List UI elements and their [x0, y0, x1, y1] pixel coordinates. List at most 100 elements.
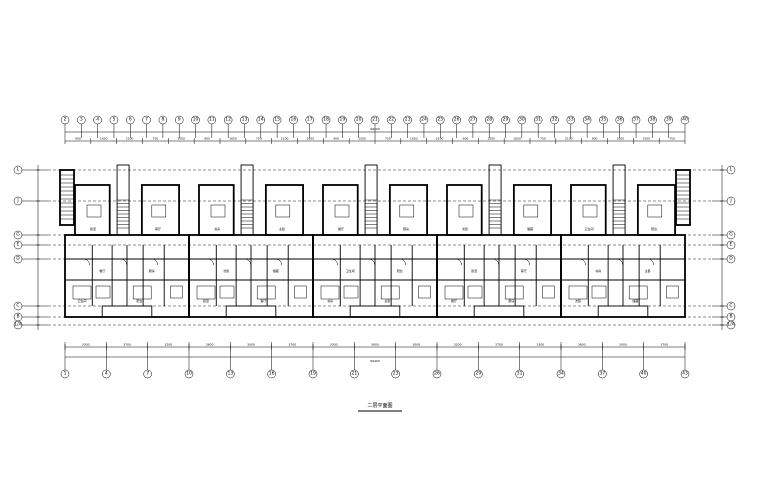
balcony [473, 305, 525, 318]
bottom-axis-label: 37 [599, 371, 605, 377]
top-dim-value: 2100 [436, 137, 444, 141]
bottom-axis-label: 31 [517, 371, 523, 377]
door-swing [244, 258, 252, 266]
side-axis-label: J [729, 198, 731, 204]
top-axis-label: 16 [291, 117, 297, 123]
room-label: 书房 [214, 226, 220, 231]
bottom-dim-value: 3700 [123, 343, 131, 347]
side-axis-label: C [729, 303, 732, 309]
bottom-axis-label: 7 [146, 371, 149, 377]
drawing-caption: 二层平面图 [367, 403, 392, 409]
top-axis-label: 36 [617, 117, 623, 123]
top-axis-label: 28 [486, 117, 492, 123]
bottom-dim-value: 3200 [165, 343, 173, 347]
bottom-dim-value: 3300 [330, 343, 338, 347]
top-axis-bubble [174, 115, 184, 125]
sofa-furniture [294, 285, 307, 299]
top-dim-value: 900 [592, 137, 598, 141]
bottom-axis-bubble [391, 369, 400, 379]
balcony [101, 305, 153, 318]
bottom-axis-bubble [474, 369, 483, 379]
unit-wing-left [570, 184, 607, 236]
sofa-furniture [418, 285, 431, 299]
bottom-axis-label: 26 [434, 371, 440, 377]
top-axis-label: 23 [405, 117, 411, 123]
top-dim-value: 1500 [642, 137, 650, 141]
top-overall-dim: 69400 [370, 127, 380, 131]
top-axis-bubble [533, 115, 543, 125]
top-dim-value: 1500 [177, 137, 185, 141]
sofa-furniture [170, 285, 183, 299]
balcony [225, 305, 277, 318]
door-swing [151, 258, 159, 266]
bottom-axis-label: 29 [475, 371, 481, 377]
side-axis-label: E [17, 242, 20, 248]
unit-wing-right [512, 184, 552, 236]
side-axis-label: 1/A [727, 322, 735, 328]
unit-wing-left [198, 184, 235, 236]
top-axis-bubble [501, 115, 510, 125]
dwelling-unit [560, 164, 686, 318]
top-axis-bubble [550, 115, 559, 125]
bottom-axis-label: 16 [269, 371, 275, 377]
top-axis-label: 20 [356, 117, 362, 123]
top-dim-value: 2100 [126, 137, 134, 141]
top-axis-bubble [126, 115, 135, 125]
side-axis-label: B [729, 314, 732, 320]
bottom-overall-dim: 69400 [370, 359, 380, 363]
top-axis-bubble [436, 115, 445, 125]
side-axis-label: L [730, 167, 733, 173]
top-dim-value: 1650 [410, 137, 418, 141]
bottom-dim-value: 3200 [454, 343, 462, 347]
bed-furniture [628, 285, 648, 300]
side-axis-label: G [16, 232, 20, 238]
bottom-axis-bubble [143, 369, 152, 379]
room-label: 次卧 [575, 298, 581, 303]
room-label: 书房 [595, 268, 601, 273]
bottom-axis-label: 21 [351, 371, 357, 377]
sofa-furniture [219, 285, 235, 299]
top-axis-label: 39 [666, 117, 672, 123]
sofa-furniture [343, 285, 359, 299]
dwelling-units: 卧室客厅餐厅厨房卫生间阳台书房主卧次卧储藏卧室客厅餐厅厨房卫生间阳台书房主卧次卧… [64, 164, 686, 318]
top-axis-label: 38 [650, 117, 656, 123]
top-axis-bubble [191, 115, 200, 125]
room-label: 卫生间 [584, 226, 593, 231]
bottom-axis-bubble [639, 369, 648, 379]
room-label: 主卧 [279, 226, 285, 231]
top-axis-label: 30 [519, 117, 525, 123]
top-axis-label: 27 [470, 117, 476, 123]
room-label: 储藏 [632, 298, 638, 303]
top-axis-bubble [631, 115, 641, 125]
top-axis-label: 33 [568, 117, 574, 123]
door-swing [120, 258, 128, 266]
top-axis-label: 13 [242, 117, 248, 123]
bottom-axis-label: 4 [105, 371, 108, 377]
room-label: 主卧 [384, 298, 390, 303]
sofa-furniture [666, 285, 679, 299]
top-axis-label: 2 [64, 117, 67, 123]
top-axis-bubble [272, 115, 282, 125]
end-stair-left [59, 169, 75, 226]
top-axis-label: 10 [193, 117, 199, 123]
side-axis-label: J [16, 198, 18, 204]
top-dim-value: 2100 [281, 137, 289, 141]
room-label: 厨房 [403, 226, 409, 231]
top-axis-bubble [680, 115, 690, 125]
top-dim-value: 750 [540, 137, 546, 141]
side-axis-bubble [726, 254, 736, 264]
bottom-axis-label: 34 [558, 371, 564, 377]
table-furniture [275, 204, 291, 218]
top-axis-bubble [484, 115, 494, 125]
top-axis-bubble [77, 115, 86, 125]
top-axis-bubble [648, 115, 657, 125]
side-axis-bubble [726, 301, 736, 311]
top-dim-value: 1650 [307, 137, 315, 141]
sofa-furniture [542, 285, 555, 299]
bed-furniture [444, 285, 464, 300]
bed-furniture [568, 285, 588, 300]
unit-wing-left [74, 184, 111, 236]
top-axis-bubble [664, 115, 673, 125]
top-axis-bubble [256, 115, 266, 125]
